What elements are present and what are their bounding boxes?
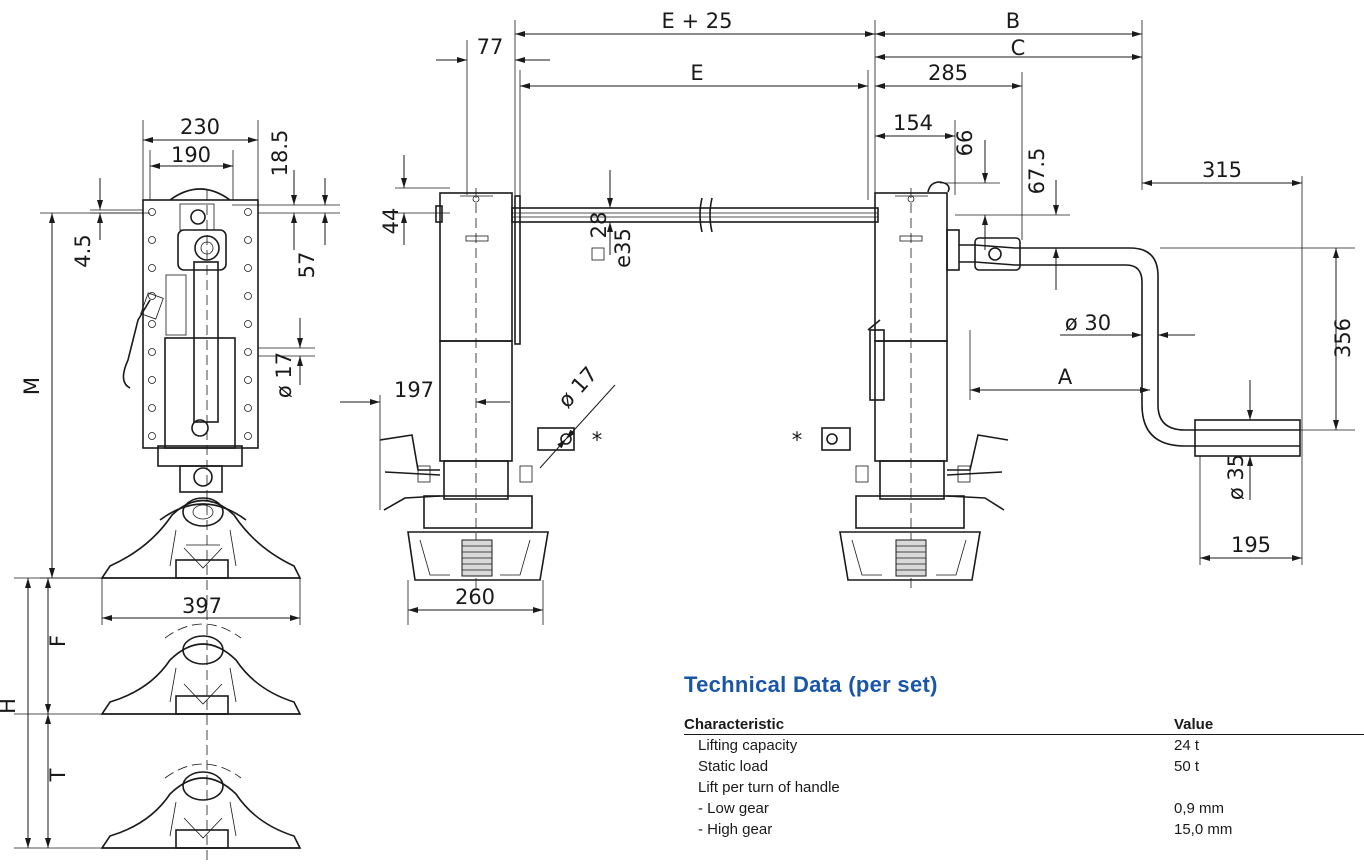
table-row: - High gear 15,0 mm bbox=[684, 819, 1364, 840]
characteristic-cell: Static load bbox=[698, 758, 769, 775]
dim-m: M bbox=[20, 377, 44, 395]
dim-28: 28 bbox=[587, 212, 611, 239]
dim-260: 260 bbox=[455, 585, 495, 609]
side-view bbox=[14, 120, 340, 860]
dim-77: 77 bbox=[477, 35, 504, 59]
dim-b: B bbox=[1006, 9, 1020, 33]
characteristic-header: Characteristic bbox=[684, 716, 1174, 735]
dim-h: H bbox=[0, 698, 20, 714]
dim-18-5: 18.5 bbox=[268, 130, 292, 177]
table-row: - Low gear 0,9 mm bbox=[684, 798, 1364, 819]
value-cell: 24 t bbox=[1174, 737, 1200, 754]
value-header: Value bbox=[1174, 716, 1364, 735]
dim-ø30: ø 30 bbox=[1065, 311, 1111, 335]
dim-66: 66 bbox=[953, 130, 977, 157]
bolt-holes-right bbox=[244, 208, 252, 440]
front-view bbox=[340, 20, 1355, 625]
dim-ø17-side: ø 17 bbox=[272, 352, 296, 398]
dim-230: 230 bbox=[180, 115, 220, 139]
dim-315: 315 bbox=[1202, 158, 1242, 182]
dim-e-plus-25: E + 25 bbox=[662, 9, 733, 33]
characteristic-cell: - Low gear bbox=[698, 800, 769, 817]
dim-c: C bbox=[1011, 36, 1026, 60]
dim-67-5: 67.5 bbox=[1025, 148, 1049, 195]
dim-285: 285 bbox=[928, 61, 968, 85]
dim-ø17-mid: ø 17 bbox=[553, 362, 602, 412]
dim-356: 356 bbox=[1331, 318, 1355, 358]
table-row: Lift per turn of handle bbox=[684, 777, 1364, 798]
table-row: Lifting capacity 24 t bbox=[684, 735, 1364, 757]
dim-e: E bbox=[690, 61, 703, 85]
table-header-row: Characteristic Value bbox=[684, 716, 1364, 735]
technical-data-table: Characteristic Value Lifting capacity 24… bbox=[684, 716, 1364, 840]
dim-397: 397 bbox=[182, 594, 222, 618]
dim-44: 44 bbox=[379, 208, 403, 235]
characteristic-cell: - High gear bbox=[698, 821, 773, 838]
dim-ø35: ø 35 bbox=[1224, 454, 1248, 500]
technical-data-section: Technical Data (per set) Characteristic … bbox=[684, 672, 1364, 840]
dim-154: 154 bbox=[893, 111, 933, 135]
value-cell: 50 t bbox=[1174, 758, 1200, 775]
dim-f: F bbox=[46, 635, 70, 647]
dim-190: 190 bbox=[171, 143, 211, 167]
value-cell: 15,0 mm bbox=[1174, 821, 1233, 838]
dim-197: 197 bbox=[394, 378, 434, 402]
characteristic-cell: Lift per turn of handle bbox=[698, 779, 840, 796]
bolt-holes-left bbox=[148, 208, 156, 440]
dim-195: 195 bbox=[1231, 533, 1271, 557]
dim-57: 57 bbox=[295, 252, 319, 279]
dim-t: T bbox=[46, 768, 70, 782]
characteristic-cell: Lifting capacity bbox=[698, 737, 798, 754]
dim-4-5: 4.5 bbox=[71, 234, 95, 267]
technical-data-title: Technical Data (per set) bbox=[684, 672, 938, 697]
table-row: Static load 50 t bbox=[684, 756, 1364, 777]
value-cell: 0,9 mm bbox=[1174, 800, 1225, 817]
dim-a: A bbox=[1058, 365, 1073, 389]
star-note-left: * bbox=[592, 428, 603, 452]
value-cell bbox=[1174, 777, 1364, 798]
star-note-right: * bbox=[792, 428, 803, 452]
dim-e35: e35 bbox=[611, 228, 635, 268]
